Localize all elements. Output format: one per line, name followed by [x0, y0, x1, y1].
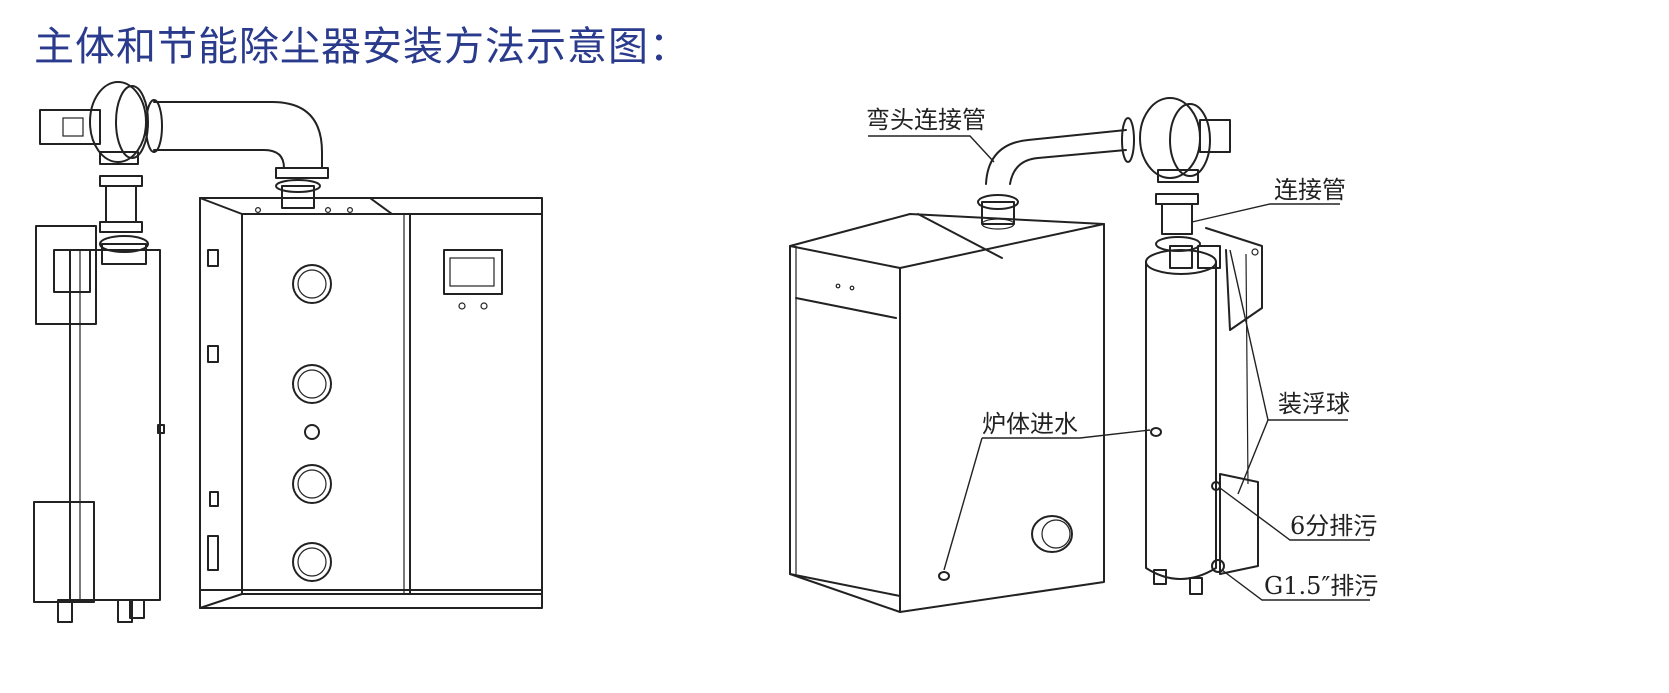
right-boiler-body: [789, 194, 1105, 613]
left-elbow-pipe: [145, 99, 329, 179]
right-dust-collector: [1139, 97, 1263, 595]
right-elbow-pipe: [985, 117, 1135, 185]
left-boiler-body: [199, 179, 543, 609]
label-furnace-inlet: 炉体进水: [982, 410, 1078, 438]
label-elbow-pipe: 弯头连接管: [866, 106, 986, 134]
label-drain-6: 6分排污: [1290, 512, 1377, 540]
page-title: 主体和节能除尘器安装方法示意图：: [34, 24, 690, 70]
label-float-ball: 装浮球: [1278, 390, 1350, 418]
leader-lines: [868, 135, 1370, 601]
label-drain-g15: G1.5″排污: [1264, 572, 1378, 600]
label-connect-pipe: 连接管: [1274, 176, 1346, 204]
left-dust-collector: [33, 81, 165, 623]
